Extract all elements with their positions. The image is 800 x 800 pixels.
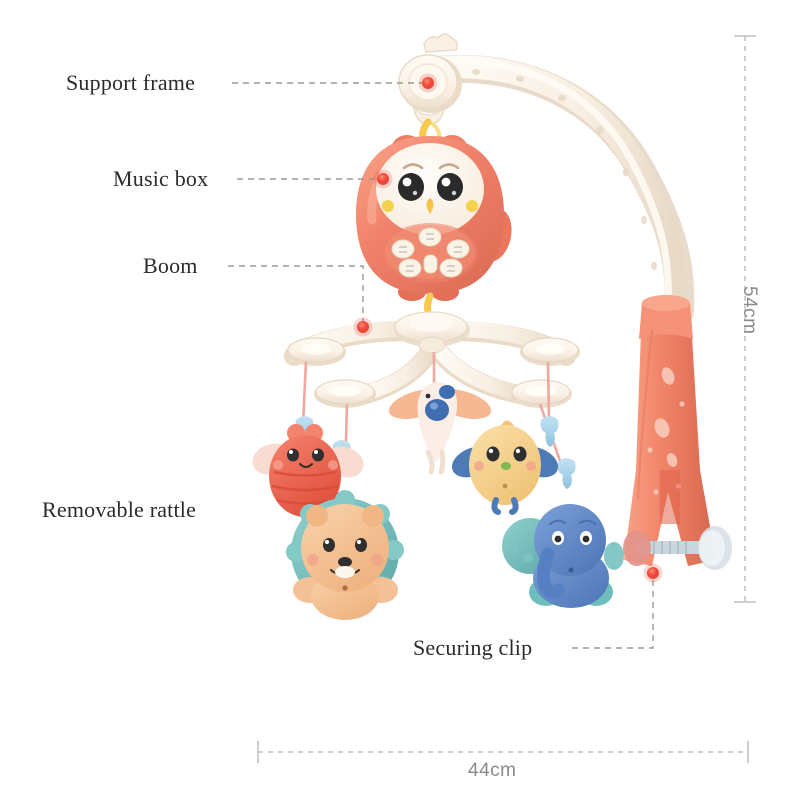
boom-arm-rings	[286, 337, 580, 408]
callout-label-music-box: Music box	[113, 166, 209, 191]
callout-label-boom: Boom	[143, 253, 198, 278]
dimension-line-width	[257, 741, 749, 763]
music-box-buttons	[391, 227, 470, 278]
callout-label-removable-rattle: Removable rattle	[42, 497, 197, 522]
callout-label-support-frame: Support frame	[66, 70, 196, 95]
rattle-dove	[388, 382, 492, 475]
securing-clip-part	[604, 295, 732, 570]
music-box-part	[356, 135, 512, 322]
dimension-line-height	[734, 35, 756, 603]
rattle-bird	[451, 420, 559, 515]
rattle-bee	[252, 424, 364, 517]
boom-part	[284, 311, 580, 408]
rattle-lion	[286, 490, 404, 620]
dimension-label-height: 54cm	[739, 286, 760, 335]
callout-label-securing-clip: Securing clip	[413, 635, 533, 660]
dimension-label-width: 44cm	[468, 760, 517, 781]
